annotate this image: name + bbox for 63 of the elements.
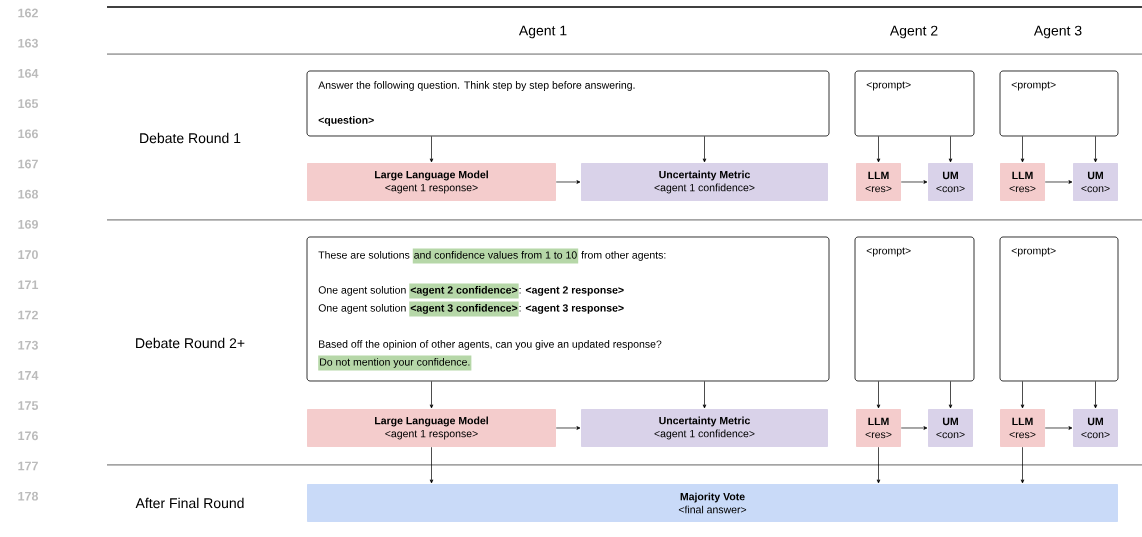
row-heading: Debate Round 2+ — [136, 337, 245, 349]
arrow — [702, 136, 707, 163]
arrow — [1044, 180, 1073, 184]
model-box: LLM <res> — [856, 409, 901, 447]
line-number: 178 — [18, 491, 39, 501]
line-number: 177 — [18, 461, 38, 471]
model-box: LLM <res> — [1000, 163, 1045, 201]
line-number: 163 — [18, 38, 38, 48]
metric-box: UM <con> — [928, 163, 973, 201]
arrow — [900, 426, 928, 430]
prompt-box: These are solutions and confidence values from 1 to 10 from other agents: One agent solution <agent 2 confidence> : <agent 2 response> One agent solution <agent 3 confidence> : <agent 3 response> Based off the opinion of other agents, can you give an updated response? Do not mention your confidence. — [306, 236, 830, 382]
arrow — [429, 446, 434, 484]
line-number: 165 — [18, 99, 39, 108]
arrow — [1020, 381, 1025, 409]
row-heading: Debate Round 1 — [140, 132, 241, 144]
column-heading: Agent 1 — [518, 25, 567, 39]
arrow — [555, 426, 581, 430]
arrow — [948, 136, 953, 163]
arrow — [1020, 136, 1025, 163]
line-number: 170 — [18, 250, 38, 259]
line-number: 166 — [18, 129, 38, 139]
metric-box: Uncertainty Metric <agent 1 confidence> — [581, 163, 828, 201]
line-number: 171 — [18, 280, 39, 290]
prompt-box: <prompt> — [999, 236, 1119, 382]
model-box: Large Language Model <agent 1 response> — [307, 163, 556, 201]
prompt-box: <prompt> — [854, 70, 975, 137]
arrow — [1044, 426, 1073, 430]
model-box: LLM <res> — [1000, 409, 1045, 447]
arrow — [948, 381, 953, 409]
metric-box: UM <con> — [1073, 409, 1118, 447]
line-number: 174 — [18, 371, 39, 380]
metric-box: UM <con> — [928, 409, 973, 447]
prompt-box: <prompt> — [999, 70, 1119, 137]
line-number: 176 — [18, 431, 38, 441]
arrow — [876, 136, 881, 163]
vote-box: Majority Vote <final answer> — [307, 484, 1118, 522]
line-number: 175 — [18, 401, 39, 410]
arrow — [429, 136, 434, 163]
prompt-box: Answer the following question. Think step by step before answering. <question> — [306, 70, 830, 137]
line-number: 168 — [18, 189, 39, 199]
row-heading: After Final Round — [135, 497, 244, 509]
model-box: LLM <res> — [856, 163, 901, 201]
line-number: 167 — [18, 159, 38, 169]
line-number: 172 — [18, 310, 38, 320]
arrow — [702, 381, 707, 409]
line-number: 162 — [18, 8, 38, 18]
prompt-box: <prompt> — [854, 236, 975, 382]
column-heading: Agent 2 — [889, 25, 938, 39]
line-number: 164 — [18, 69, 39, 78]
model-box: Large Language Model <agent 1 response> — [307, 409, 556, 447]
line-number: 169 — [18, 220, 38, 229]
arrow — [1093, 381, 1098, 409]
column-heading: Agent 3 — [1033, 25, 1082, 39]
metric-box: UM <con> — [1073, 163, 1118, 201]
arrow — [876, 381, 881, 409]
arrow — [555, 180, 581, 184]
arrow — [900, 180, 928, 184]
arrow — [1093, 136, 1098, 163]
metric-box: Uncertainty Metric <agent 1 confidence> — [581, 409, 828, 447]
line-number: 173 — [18, 340, 38, 350]
arrow — [429, 381, 434, 409]
arrow — [1020, 446, 1025, 484]
arrow — [876, 446, 881, 484]
